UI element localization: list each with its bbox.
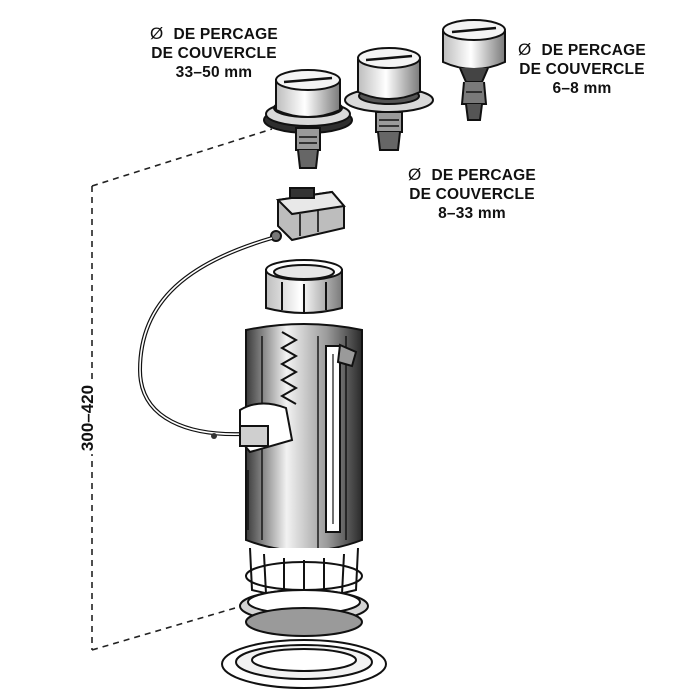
base-washer — [221, 639, 387, 689]
diameter-symbol: Ø — [518, 40, 532, 59]
cable-connector — [270, 187, 346, 242]
small-button-cap — [442, 19, 506, 121]
diameter-symbol: Ø — [150, 24, 164, 43]
base-seal — [239, 589, 369, 637]
diameter-symbol: Ø — [408, 165, 422, 184]
medium-button-cap — [344, 47, 434, 151]
valve-body — [239, 323, 363, 552]
top-nut — [265, 259, 343, 314]
large-button-cap — [263, 69, 353, 169]
height-dimension-label: 300–420 — [78, 381, 99, 455]
